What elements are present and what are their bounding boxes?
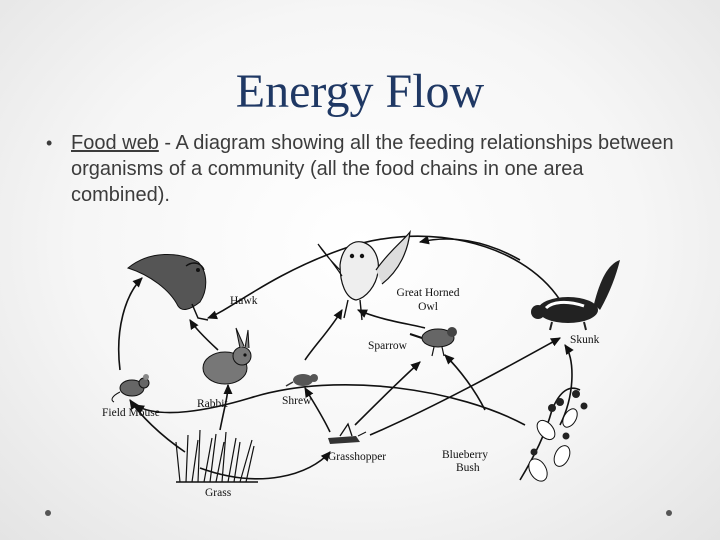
bullet-marker: •: [46, 133, 53, 153]
bullet-definition: - A diagram showing all the feeding rela…: [71, 132, 674, 206]
label-hawk: Hawk: [230, 295, 258, 307]
arrow-grass-to-fieldmouse: [129, 399, 186, 453]
arrow-blueberry-to-fieldmouse: [134, 383, 526, 426]
label-grass: Grass: [205, 487, 232, 499]
feeding-arrows: [117, 235, 574, 480]
arrow-grasshopper-to-shrew: [304, 387, 331, 433]
arrow-fieldmouse-to-hawk: [117, 277, 143, 371]
arrow-sparrow-to-owl: [356, 309, 426, 329]
label-rabbit: Rabbit: [197, 398, 228, 410]
label-grasshopper: Grasshopper: [328, 451, 386, 463]
blueberry-bush-icon: [519, 387, 588, 482]
bullet-text: Food web - A diagram showing all the fee…: [71, 130, 681, 208]
label-skunk: Skunk: [570, 334, 600, 346]
label-blueberry-line1: Blueberry: [442, 449, 488, 461]
skunk-icon: [531, 260, 620, 331]
arrow-rabbit-to-hawk: [189, 319, 219, 351]
food-web-diagram: Hawk Great Horned Owl Skunk Sparrow Rabb…: [102, 229, 620, 499]
label-sparrow: Sparrow: [368, 340, 408, 352]
shrew-icon: [285, 374, 318, 387]
label-blueberry-line2: Bush: [456, 462, 480, 474]
arrow-grass-to-rabbit: [219, 383, 233, 431]
slide-corner-dot-left: [45, 510, 51, 516]
rabbit-icon: [202, 327, 252, 385]
label-owl-line1: Great Horned: [397, 287, 460, 299]
arrow-top-to-owl: [418, 235, 521, 261]
owl-icon: [317, 229, 411, 321]
label-owl-line2: Owl: [418, 301, 438, 313]
arrow-grass-to-grasshopper: [199, 451, 331, 480]
arrow-blueberry-to-sparrow: [444, 354, 486, 411]
label-field-mouse: Field Mouse: [102, 407, 160, 419]
slide-title: Energy Flow: [235, 65, 485, 118]
grasshopper-icon: [328, 422, 367, 444]
hawk-icon: [126, 253, 209, 321]
label-shrew: Shrew: [282, 395, 312, 407]
slide-corner-dot-right: [666, 510, 672, 516]
grass-icon: [175, 429, 258, 483]
arrow-grasshopper-to-sparrow: [354, 361, 421, 426]
sparrow-icon: [409, 327, 457, 357]
arrow-grasshopper-to-skunk: [369, 337, 561, 436]
arrow-shrew-to-owl: [304, 309, 343, 361]
bullet-term: Food web: [71, 132, 159, 154]
field-mouse-icon: [111, 374, 150, 403]
